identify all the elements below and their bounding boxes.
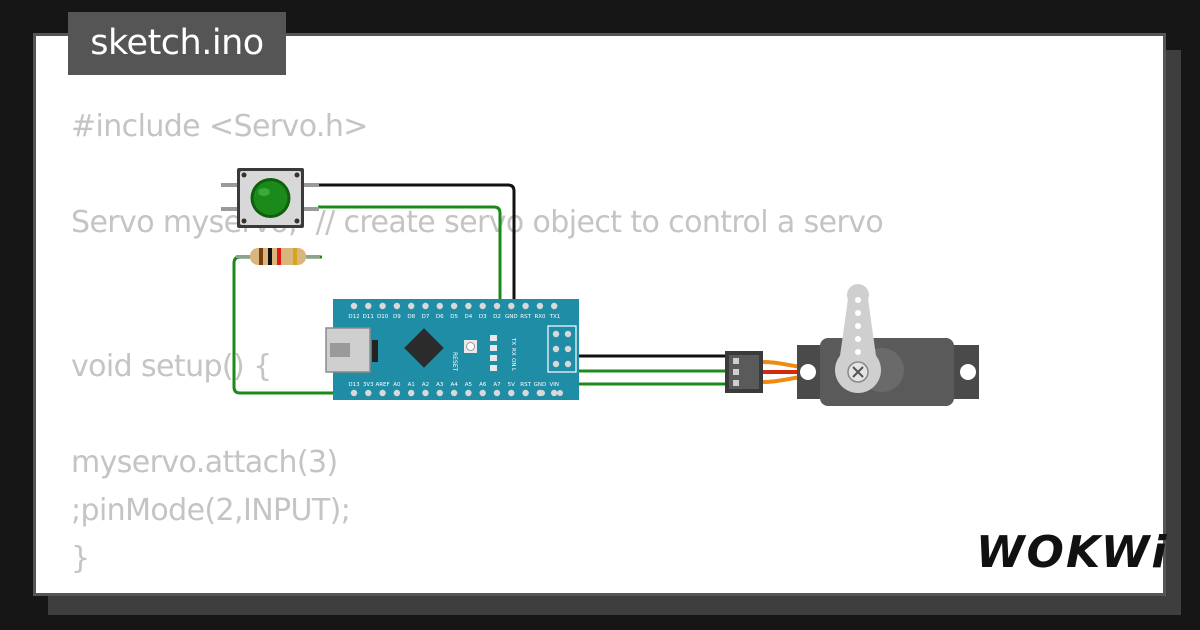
- wire-black-button-to-board: [318, 183, 727, 358]
- top-pin-label: D10: [377, 314, 389, 320]
- board-pin-bottom[interactable]: [493, 389, 501, 397]
- top-pin-label: D7: [422, 314, 430, 320]
- file-tab[interactable]: sketch.ino: [68, 12, 286, 75]
- bottom-pin-row: [350, 389, 558, 397]
- board-pin-top[interactable]: [422, 302, 429, 310]
- side-label: RX: [510, 348, 516, 356]
- board-pin-top[interactable]: [436, 302, 443, 310]
- pushbutton-icon[interactable]: [221, 168, 319, 228]
- board-pin-top[interactable]: [408, 302, 415, 310]
- board-pin-bottom[interactable]: [365, 389, 372, 397]
- top-pin-label: D8: [407, 314, 415, 320]
- board-pin-top[interactable]: [493, 302, 501, 310]
- board-pin-bottom[interactable]: [436, 389, 443, 397]
- code-card: #include <Servo.h> Servo myservo; // cre…: [33, 33, 1166, 596]
- side-label: TX: [510, 337, 516, 345]
- code-line-setup: void setup() {: [71, 349, 272, 384]
- board-pin-top[interactable]: [379, 302, 386, 310]
- board-pin-top[interactable]: [508, 302, 515, 310]
- board-pin-bottom[interactable]: [465, 389, 472, 397]
- board-pin-top[interactable]: [465, 302, 472, 310]
- board-pin-bottom[interactable]: [408, 389, 415, 397]
- top-pin-label: D11: [363, 314, 374, 320]
- board-pin-top[interactable]: [393, 302, 401, 310]
- bottom-pin-label: 5V: [508, 382, 515, 388]
- bottom-pin-label: A4: [450, 382, 458, 388]
- side-label: L: [510, 368, 516, 372]
- board-pin-top[interactable]: [450, 302, 458, 310]
- code-line-pinmode: ;pinMode(2,INPUT);: [71, 493, 351, 528]
- bottom-pin-label: VIN: [549, 382, 559, 388]
- top-pin-label: RST: [520, 314, 531, 320]
- board-pin-bottom[interactable]: [522, 389, 529, 397]
- wokwi-logo: WOKWi: [976, 527, 1168, 578]
- board-pin-top[interactable]: [522, 302, 529, 310]
- bottom-pin-label: D13: [348, 382, 360, 388]
- board-pin-top[interactable]: [551, 302, 558, 310]
- bottom-pin-label: AREF: [375, 382, 389, 388]
- reset-label: RESET: [451, 352, 458, 372]
- resistor-icon: [236, 248, 320, 265]
- board-pin-bottom[interactable]: [350, 389, 358, 397]
- bottom-pin-label: A7: [493, 382, 501, 388]
- code-line-include: #include <Servo.h>: [71, 109, 368, 144]
- bottom-pin-label: A1: [408, 382, 415, 388]
- code-line-servo: Servo myservo; // create servo object to…: [71, 205, 884, 240]
- wokwi-logo-text: WOKWi: [976, 527, 1168, 578]
- bottom-pin-label: RST: [520, 382, 531, 388]
- top-pin-label: D3: [479, 314, 487, 320]
- board-pin-bottom[interactable]: [422, 389, 429, 397]
- bottom-pin-label: 3V3: [363, 382, 374, 388]
- top-pin-label: D6: [436, 314, 444, 320]
- board-pin-bottom[interactable]: [393, 389, 401, 397]
- bottom-pin-label: A3: [436, 382, 444, 388]
- code-line-attach: myservo.attach(3): [71, 445, 338, 480]
- bottom-pin-label: A0: [393, 382, 401, 388]
- top-pin-label: D2: [493, 314, 501, 320]
- top-pin-label: D4: [465, 314, 473, 320]
- servo-connector: [725, 351, 823, 393]
- board-pin-bottom[interactable]: [551, 389, 558, 397]
- board-pin-top[interactable]: [365, 302, 372, 310]
- wire-green-button-to-d2: [318, 205, 502, 306]
- top-pin-label: D12: [348, 314, 359, 320]
- board-pin-top[interactable]: [350, 302, 358, 310]
- side-label: ON: [510, 358, 516, 366]
- board-pin-top[interactable]: [479, 302, 486, 310]
- bottom-pin-label: A5: [465, 382, 473, 388]
- board-pin-bottom[interactable]: [450, 389, 458, 397]
- microcontroller-chip: [404, 328, 444, 368]
- top-pin-label: D9: [393, 314, 401, 320]
- board-pin-top[interactable]: [536, 302, 544, 310]
- board-pin-bottom[interactable]: [379, 389, 386, 397]
- side-labels: TX RX ON L: [510, 337, 516, 372]
- top-pin-label: GND: [505, 314, 518, 320]
- bottom-pin-label: GND: [534, 382, 547, 388]
- code-line-close: }: [71, 541, 90, 576]
- board-pin-bottom[interactable]: [508, 389, 515, 397]
- top-pin-label: RX0: [534, 314, 546, 320]
- top-pin-row: [350, 302, 558, 310]
- board-pin-bottom[interactable]: [479, 389, 486, 397]
- bottom-pin-label: A2: [422, 382, 429, 388]
- bottom-pin-label: A6: [479, 382, 487, 388]
- servo-motor-icon[interactable]: [797, 284, 979, 406]
- top-pin-label: D5: [450, 314, 458, 320]
- top-pin-label: TX1: [549, 314, 561, 320]
